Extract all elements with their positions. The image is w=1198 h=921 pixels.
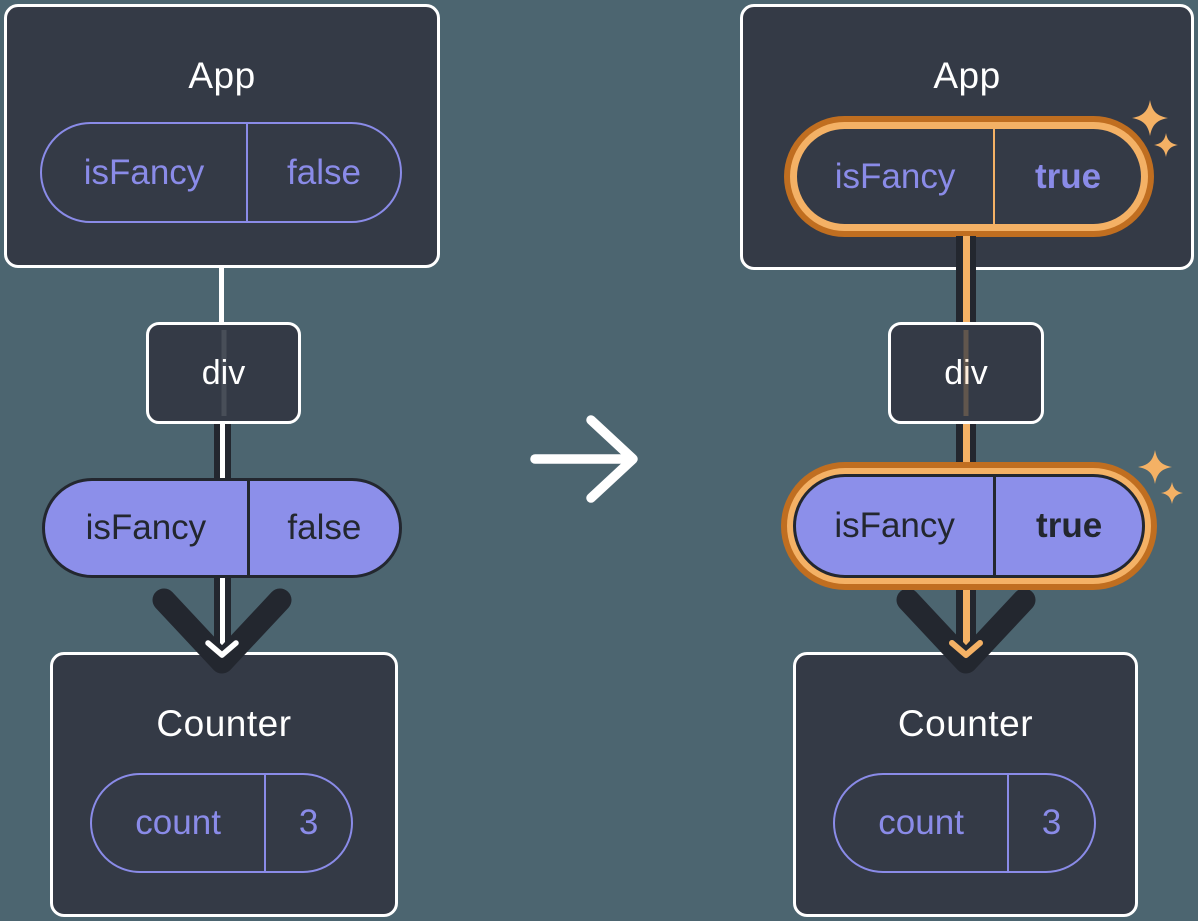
- component-title: App: [188, 55, 256, 96]
- state-value: false: [246, 124, 400, 221]
- sparkle-icon: [1132, 100, 1168, 136]
- sparkle-icon: [1161, 482, 1183, 504]
- edge-through-box: [221, 330, 226, 416]
- transition-arrow-icon: [530, 415, 638, 503]
- state-name: count: [878, 803, 964, 842]
- passed-prop-pill-highlighted: isFancy true: [793, 474, 1145, 578]
- state-name: count: [135, 803, 221, 842]
- state-pill-highlighted: isFancy true: [795, 127, 1143, 226]
- counter-component-box: Counter count 3: [50, 652, 398, 917]
- tree-edge-highlighted: [963, 236, 970, 325]
- component-title: App: [933, 55, 1001, 96]
- div-tag-label: div: [201, 353, 246, 392]
- state-value: 3: [1007, 775, 1094, 871]
- div-tag-box: div: [888, 322, 1044, 424]
- sparkle-icon: [1154, 133, 1178, 157]
- app-component-box: App isFancy false: [4, 4, 440, 268]
- prop-arrowhead-icon: [896, 588, 1036, 674]
- tree-edge-arrowhead-icon: [949, 640, 983, 658]
- counter-component-box: Counter count 3: [793, 652, 1138, 917]
- prop-arrowhead-icon: [152, 588, 292, 674]
- component-title: Counter: [897, 703, 1034, 744]
- tree-edge-arrowhead-icon: [205, 640, 239, 658]
- state-name: isFancy: [83, 152, 205, 192]
- div-tag-box: div: [146, 322, 301, 424]
- state-pill: count 3: [833, 773, 1096, 873]
- component-title: Counter: [156, 703, 292, 744]
- sparkle-icon: [1138, 450, 1172, 484]
- div-tag-label: div: [944, 353, 988, 392]
- state-name: isFancy: [834, 156, 956, 196]
- state-value: 3: [264, 775, 351, 871]
- prop-name: isFancy: [834, 506, 955, 545]
- tree-edge: [219, 265, 224, 325]
- app-component-box: App isFancy true: [740, 4, 1194, 270]
- edge-through-box: [963, 330, 969, 416]
- passed-prop-pill: isFancy false: [42, 478, 402, 578]
- state-pill: count 3: [90, 773, 353, 873]
- prop-value: true: [993, 477, 1142, 575]
- prop-value: false: [246, 481, 399, 575]
- prop-name: isFancy: [85, 508, 207, 547]
- state-pill: isFancy false: [40, 122, 402, 223]
- state-value: true: [993, 129, 1141, 224]
